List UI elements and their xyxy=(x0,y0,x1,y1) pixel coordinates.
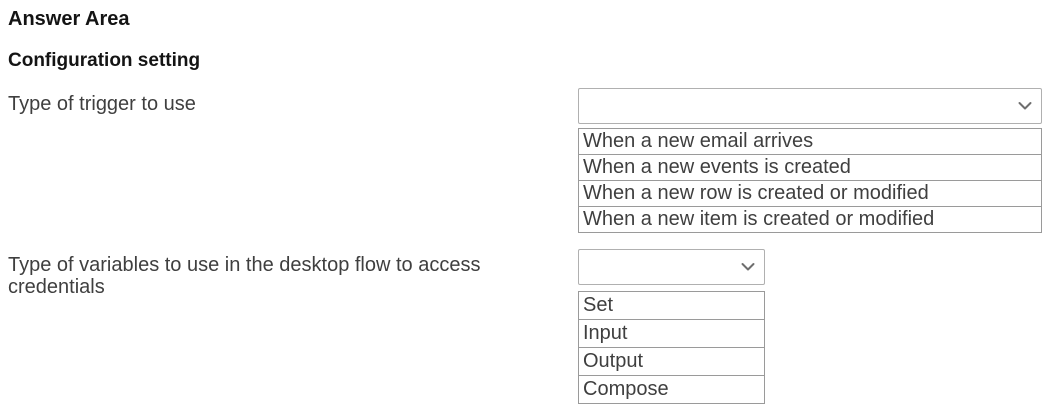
chevron-down-icon xyxy=(741,263,755,272)
option-row[interactable]: Output xyxy=(579,347,764,375)
option-row[interactable]: When a new email arrives xyxy=(583,130,814,152)
page-title: Answer Area xyxy=(8,8,130,30)
question-answer-area-trigger: When a new email arrives When a new even… xyxy=(578,88,1042,233)
chevron-down-icon xyxy=(1018,102,1032,111)
trigger-dropdown[interactable] xyxy=(578,88,1042,124)
option-row[interactable]: Input xyxy=(579,319,764,347)
trigger-options-list: When a new email arrives When a new even… xyxy=(578,128,1042,233)
question-label-variables: Type of variables to use in the desktop … xyxy=(8,254,481,298)
option-row[interactable]: When a new item is created or modified xyxy=(579,206,1041,232)
variables-dropdown[interactable] xyxy=(578,249,765,285)
option-row[interactable]: Set xyxy=(583,294,614,316)
option-row[interactable]: Compose xyxy=(579,375,764,403)
variables-options-list: Set Input Output Compose xyxy=(578,291,765,404)
question-row-trigger: Type of trigger to use When a new email … xyxy=(8,88,1047,233)
question-answer-area-variables: Set Input Output Compose xyxy=(578,249,765,404)
section-heading: Configuration setting xyxy=(8,50,201,71)
question-row-variables: Type of variables to use in the desktop … xyxy=(8,249,1047,404)
option-row[interactable]: When a new events is created xyxy=(579,154,1041,180)
question-label-trigger: Type of trigger to use xyxy=(8,93,196,115)
option-row[interactable]: When a new row is created or modified xyxy=(579,180,1041,206)
